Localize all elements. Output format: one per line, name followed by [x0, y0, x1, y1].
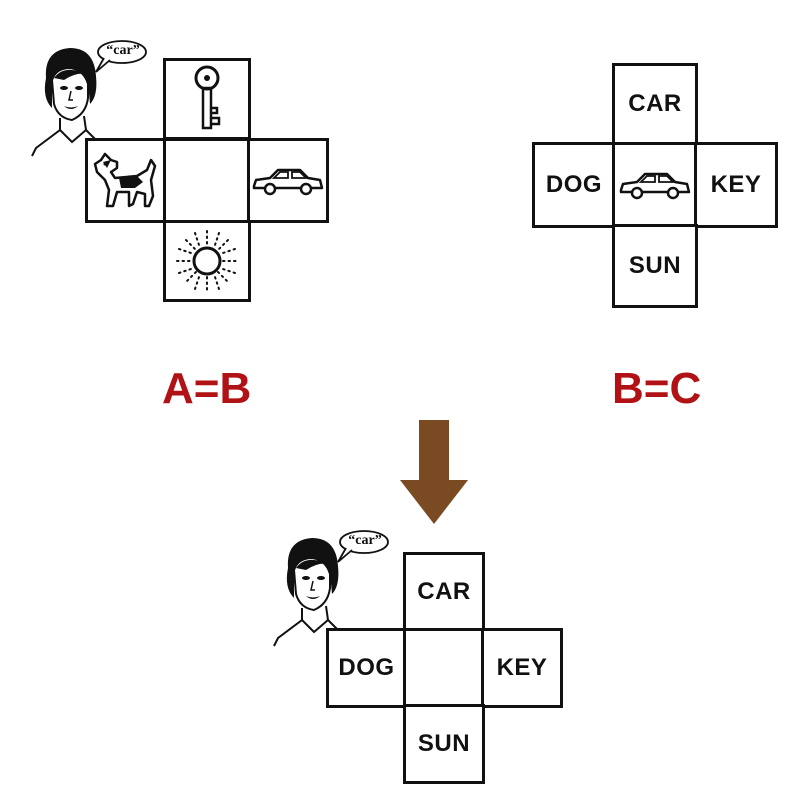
speaker-icon [31, 40, 147, 157]
word-dog: DOG [338, 654, 395, 681]
speaker-icon [273, 530, 389, 647]
word-sun: SUN [417, 730, 471, 757]
word-sun: SUN [628, 252, 682, 279]
cell-a-left [85, 138, 167, 223]
cell-a-top [163, 58, 251, 140]
speech-text-a: “car” [106, 43, 140, 58]
cell-b-left: DOG [532, 142, 616, 228]
cell-b-right: KEY [694, 142, 778, 228]
cell-a-right [247, 138, 329, 223]
cell-c-left: DOG [326, 628, 407, 708]
speaker-face-a [28, 38, 168, 158]
word-car: CAR [417, 578, 471, 605]
label-b-equals-c: B=C [612, 364, 702, 413]
word-car: CAR [628, 90, 682, 117]
cell-a-bottom [163, 220, 251, 302]
down-arrow-icon [400, 420, 468, 524]
speech-text-c: “car” [348, 533, 382, 548]
key-icon [194, 65, 221, 130]
cell-c-top: CAR [403, 552, 485, 632]
word-key: KEY [710, 171, 762, 198]
word-key: KEY [496, 654, 548, 681]
cell-c-center [403, 628, 485, 708]
car-icon [619, 172, 691, 200]
label-a-equals-b: A=B [162, 364, 252, 413]
cell-a-center [163, 138, 251, 223]
car-icon [252, 168, 324, 195]
cell-b-center [612, 142, 698, 228]
speaker-face-c [270, 528, 410, 648]
cell-b-bottom: SUN [612, 224, 698, 308]
sun-icon [176, 230, 238, 292]
cell-c-bottom: SUN [403, 704, 485, 784]
cell-c-right: KEY [481, 628, 563, 708]
cell-b-top: CAR [612, 63, 698, 145]
dog-icon [93, 152, 157, 207]
word-dog: DOG [545, 171, 603, 198]
